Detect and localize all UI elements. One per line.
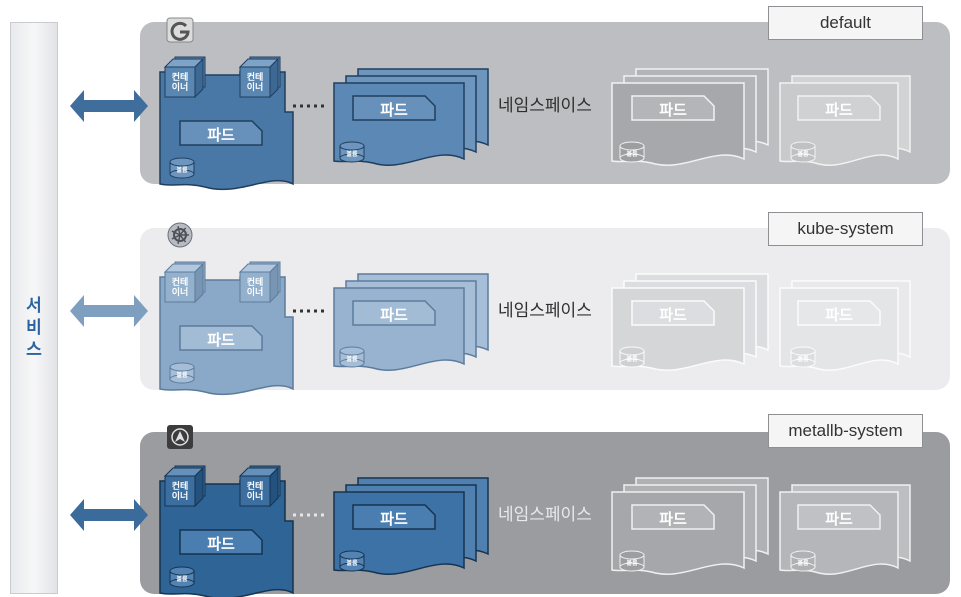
pod-label: 파드: [825, 510, 853, 528]
service-link-arrow: [70, 295, 148, 327]
volume-label: 볼륨: [797, 355, 809, 363]
pod-label: 파드: [207, 535, 235, 553]
volume-top: [170, 158, 194, 166]
volume-label: 볼륨: [176, 371, 188, 379]
pod-label: 파드: [659, 101, 687, 119]
volume-label: 볼륨: [346, 150, 358, 158]
volume-top: [620, 551, 644, 559]
volume-label: 볼륨: [797, 559, 809, 567]
volume-top: [340, 551, 364, 559]
volume-top: [340, 347, 364, 355]
pod-label: 파드: [207, 126, 235, 144]
pod-label: 파드: [380, 101, 408, 119]
pod-label: 파드: [659, 306, 687, 324]
pod-label: 파드: [207, 331, 235, 349]
pod-label: 파드: [380, 306, 408, 324]
volume-label: 볼륨: [346, 559, 358, 567]
pod-label: 파드: [659, 510, 687, 528]
service-link-arrow: [70, 90, 148, 122]
volume-label: 볼륨: [626, 355, 638, 363]
volume-top: [791, 347, 815, 355]
namespace-label: 네임스페이스: [498, 301, 592, 321]
volume-top: [791, 142, 815, 150]
namespace-label: 네임스페이스: [498, 96, 592, 116]
pod-label: 파드: [380, 510, 408, 528]
volume-label: 볼륨: [176, 575, 188, 583]
volume-top: [170, 567, 194, 575]
volume-label: 볼륨: [626, 559, 638, 567]
pod-label: 파드: [825, 306, 853, 324]
volume-top: [340, 142, 364, 150]
volume-top: [620, 347, 644, 355]
volume-top: [620, 142, 644, 150]
namespace-label: 네임스페이스: [498, 505, 592, 525]
volume-top: [170, 363, 194, 371]
volume-label: 볼륨: [797, 150, 809, 158]
volume-label: 볼륨: [626, 150, 638, 158]
volume-label: 볼륨: [176, 166, 188, 174]
volume-top: [791, 551, 815, 559]
volume-label: 볼륨: [346, 355, 358, 363]
service-link-arrow: [70, 499, 148, 531]
pod-label: 파드: [825, 101, 853, 119]
